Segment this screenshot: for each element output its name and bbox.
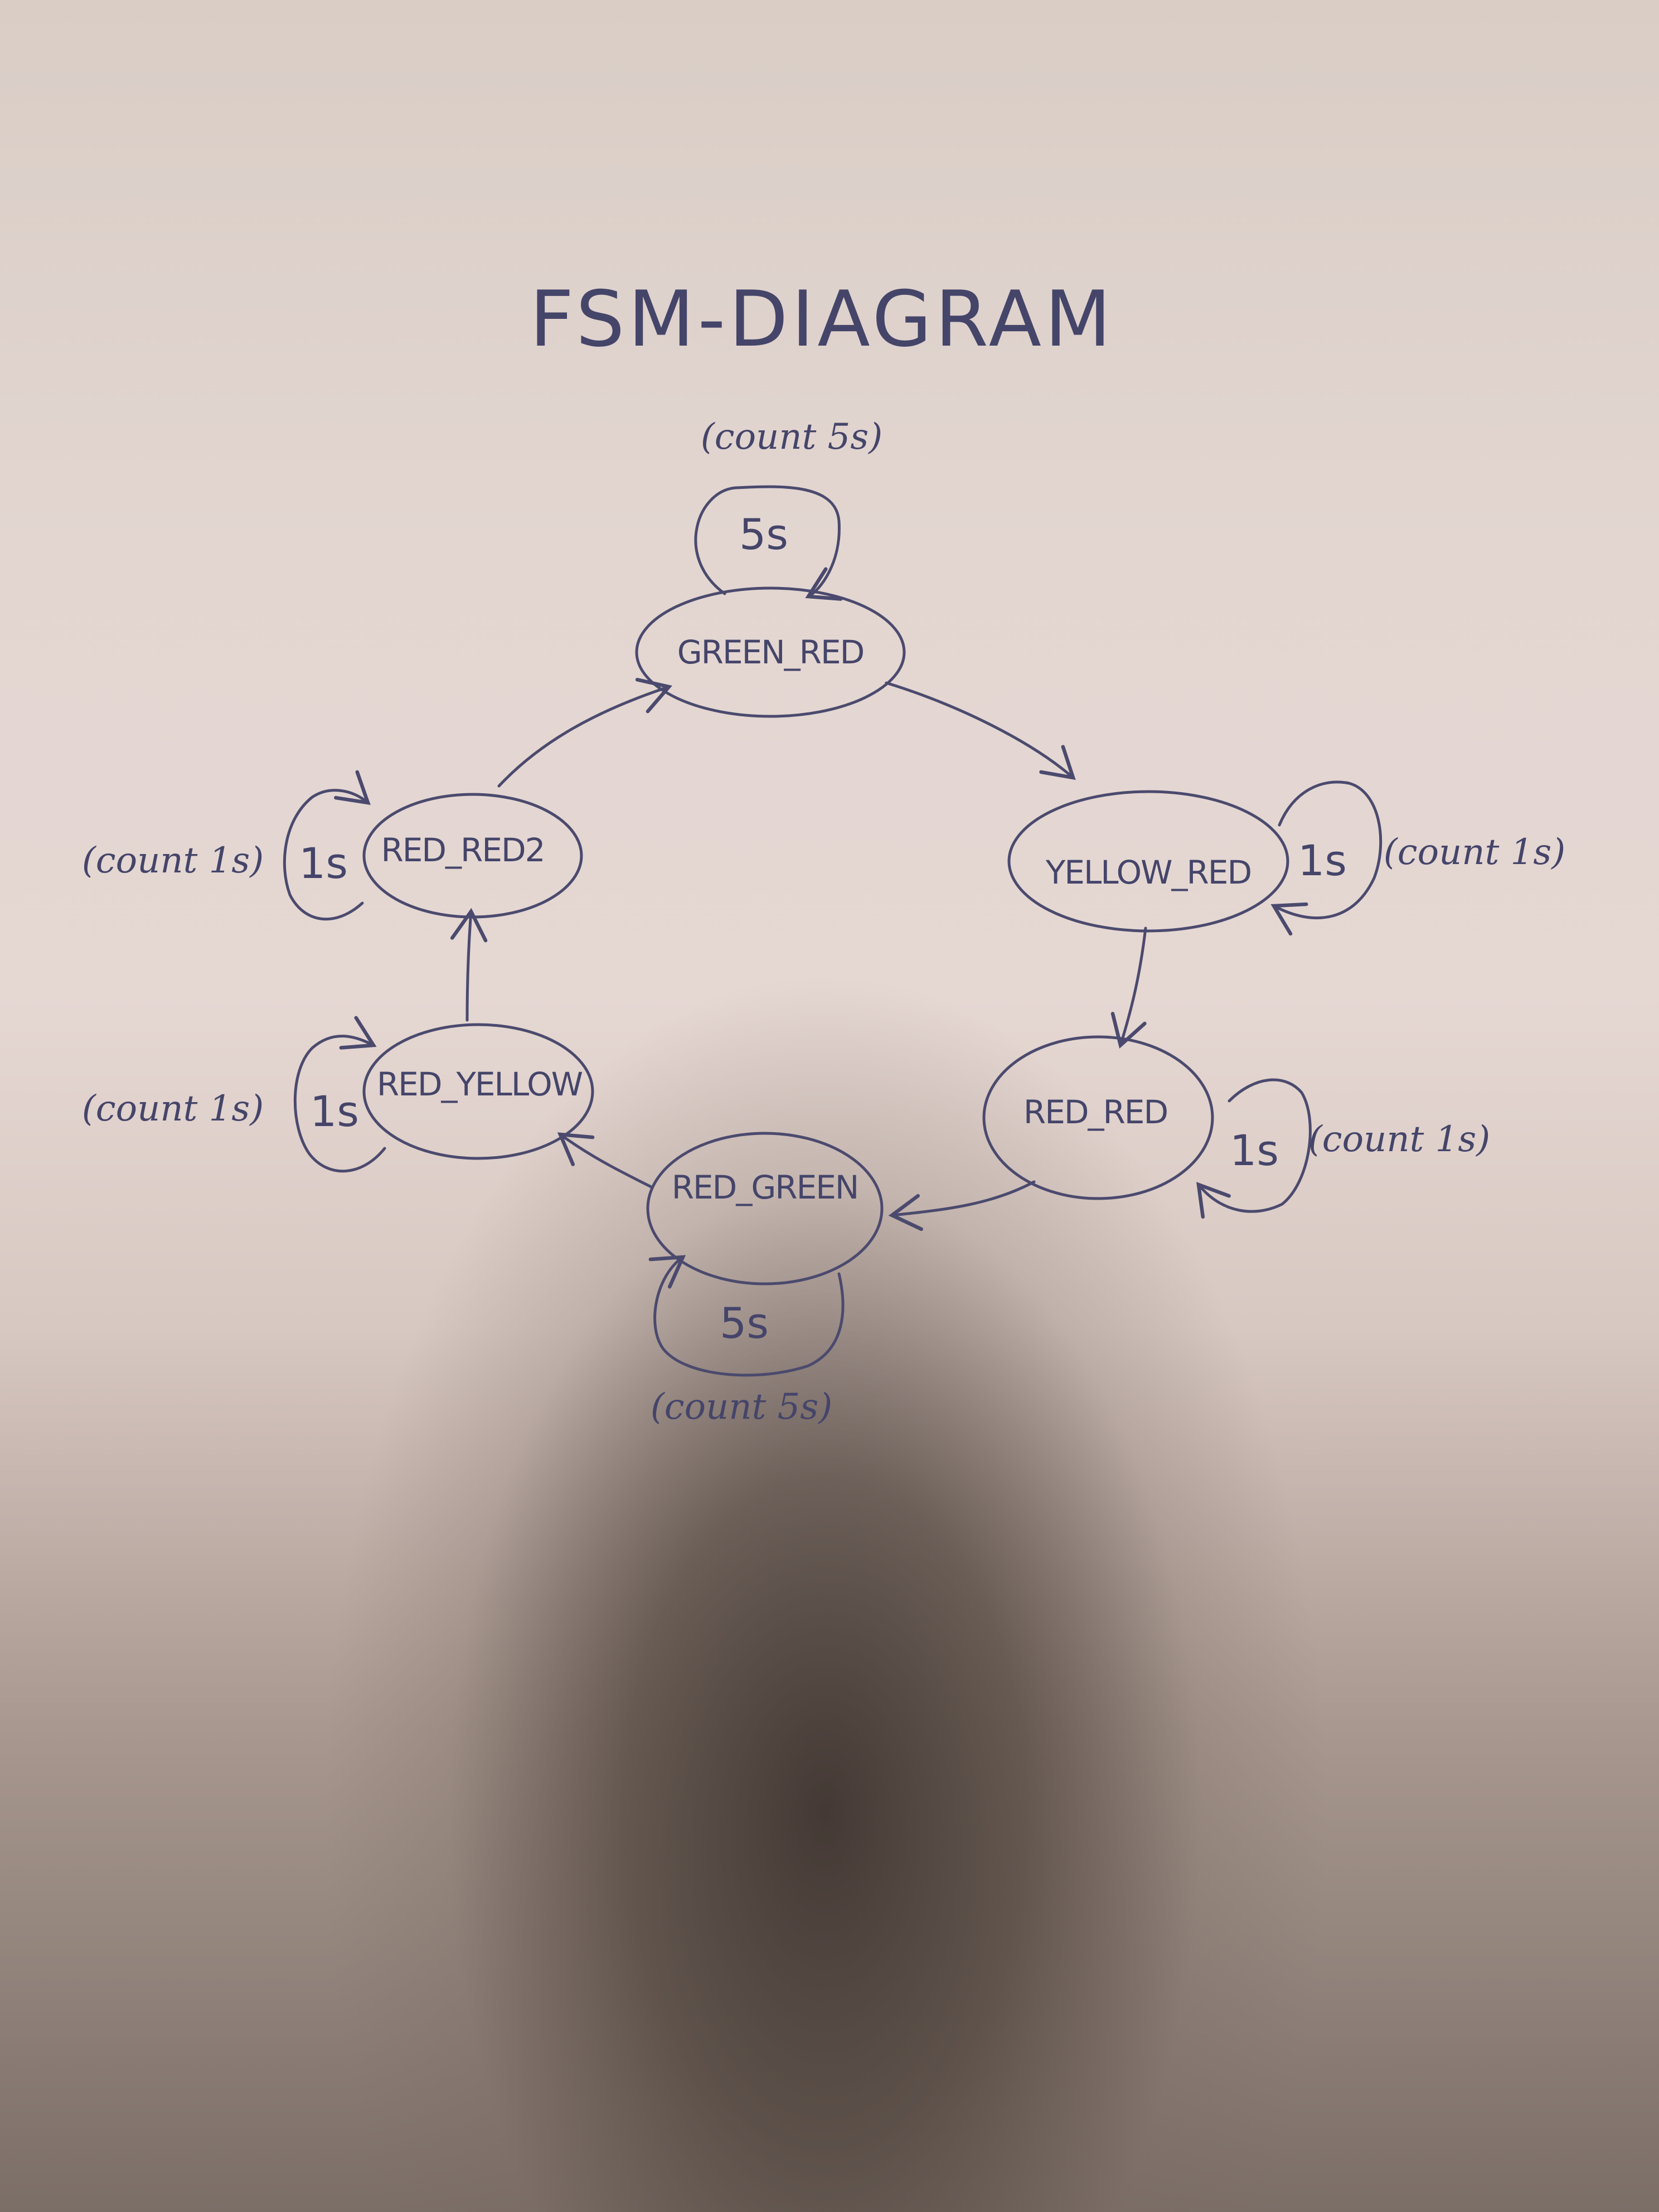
state-note: (count 5s)	[651, 1386, 832, 1428]
state-note: (count 5s)	[701, 416, 882, 458]
state-note: (count 1s)	[1308, 1119, 1490, 1160]
state-duration: 5s	[720, 1298, 769, 1348]
transition-yellow-red-to-red-red	[1110, 926, 1147, 1049]
state-red-yellow: RED_YELLOW 1s (count 1s)	[82, 1016, 594, 1173]
state-node-outline	[362, 1023, 594, 1160]
state-duration: 5s	[739, 510, 788, 559]
state-label: RED_RED	[1023, 1093, 1167, 1131]
state-node-outline	[646, 1132, 884, 1286]
transition-red-yellow-to-red-red2	[450, 908, 488, 1022]
self-loop	[283, 770, 371, 921]
state-label: RED_RED2	[381, 831, 544, 869]
state-yellow-red: YELLOW_RED 1s (count 1s)	[1007, 780, 1565, 936]
self-loop	[694, 485, 843, 601]
transition-red-red2-to-green-red	[497, 677, 672, 788]
state-node-outline	[635, 586, 906, 718]
state-red-red2: RED_RED2 1s (count 1s)	[82, 770, 583, 921]
state-label: YELLOW_RED	[1045, 853, 1251, 891]
state-duration: 1s	[299, 838, 348, 888]
state-node-outline	[1007, 790, 1289, 933]
state-green-red: GREEN_RED 5s (count 5s)	[635, 416, 906, 718]
state-duration: 1s	[1230, 1126, 1279, 1175]
self-loop	[293, 1016, 386, 1173]
state-node-outline	[362, 793, 583, 919]
state-duration: 1s	[1298, 836, 1347, 885]
state-note: (count 1s)	[82, 1088, 264, 1129]
state-red-green: RED_GREEN 5s (count 5s)	[646, 1132, 884, 1428]
transition-red-green-to-red-yellow	[557, 1132, 654, 1189]
state-label: RED_YELLOW	[377, 1065, 583, 1103]
self-loop	[1196, 1078, 1312, 1219]
state-label: GREEN_RED	[677, 633, 864, 671]
transition-red-red-to-red-green	[888, 1180, 1036, 1231]
self-loop	[648, 1255, 845, 1377]
state-node-outline	[982, 1035, 1214, 1200]
self-loop	[1270, 780, 1382, 936]
state-red-red: RED_RED 1s (count 1s)	[982, 1035, 1490, 1219]
transition-green-red-to-yellow-red	[885, 681, 1076, 780]
state-label: RED_GREEN	[672, 1168, 858, 1206]
state-note: (count 1s)	[1384, 832, 1565, 873]
state-duration: 1s	[310, 1086, 359, 1136]
state-note: (count 1s)	[82, 840, 264, 881]
diagram-title: FSM-DIAGRAM	[530, 274, 1114, 364]
